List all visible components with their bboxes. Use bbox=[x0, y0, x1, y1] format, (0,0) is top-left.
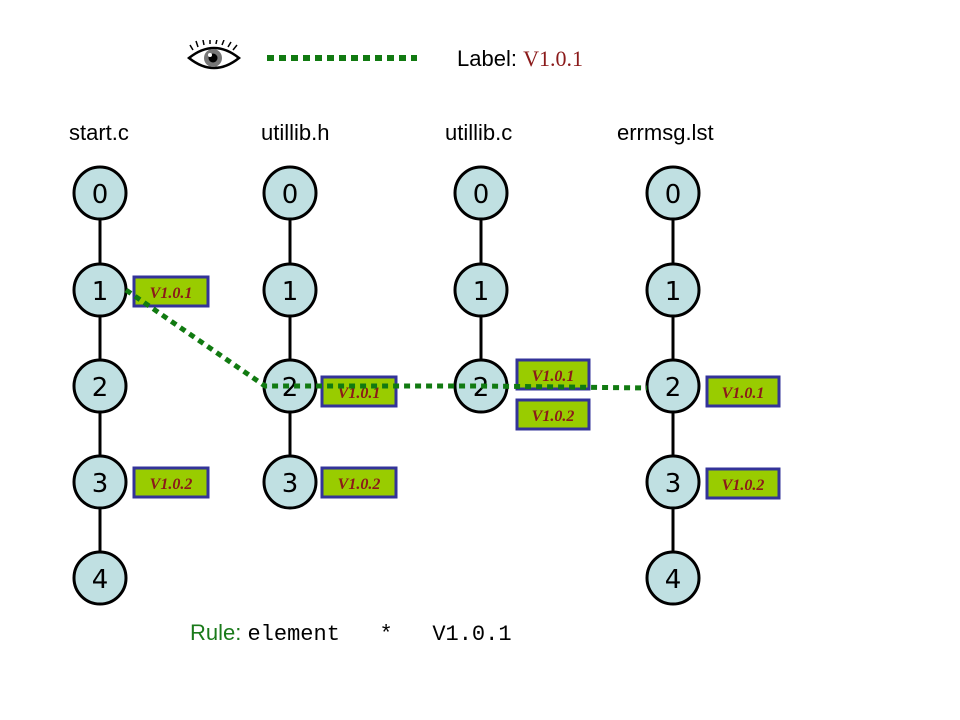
file-name-utillib-h: utillib.h bbox=[261, 120, 330, 145]
selected-label-path bbox=[124, 287, 648, 391]
eye-icon bbox=[186, 40, 242, 70]
version-node[interactable]: 2 bbox=[262, 358, 318, 414]
svg-text:4: 4 bbox=[665, 565, 682, 595]
legend: Label: V1.0.1 bbox=[185, 40, 605, 80]
file-name-errmsg-lst: errmsg.lst bbox=[617, 120, 714, 145]
svg-text:0: 0 bbox=[282, 180, 299, 210]
svg-text:2: 2 bbox=[665, 373, 682, 403]
nodes-start-c: 0 1 2 3 4 bbox=[72, 165, 128, 606]
svg-text:V1.0.2: V1.0.2 bbox=[338, 476, 381, 493]
version-node[interactable]: 1 bbox=[262, 262, 318, 318]
version-tag[interactable]: V1.0.1 bbox=[705, 375, 781, 408]
version-node[interactable]: 0 bbox=[453, 165, 509, 221]
svg-text:1: 1 bbox=[665, 277, 682, 307]
svg-text:V1.0.1: V1.0.1 bbox=[150, 285, 193, 302]
version-node[interactable]: 1 bbox=[72, 262, 128, 318]
version-node[interactable]: 3 bbox=[72, 454, 128, 510]
svg-text:2: 2 bbox=[92, 373, 109, 403]
legend-label: Label: V1.0.1 bbox=[457, 46, 583, 72]
version-tags: V1.0.1 V1.0.2 V1.0.1 V1.0.2 V1.0.1 V1.0.… bbox=[132, 275, 781, 500]
version-tag[interactable]: V1.0.1 bbox=[320, 375, 398, 408]
version-tag[interactable]: V1.0.1 bbox=[132, 275, 210, 308]
svg-text:1: 1 bbox=[473, 277, 490, 307]
svg-text:V1.0.2: V1.0.2 bbox=[150, 476, 193, 493]
svg-text:1: 1 bbox=[92, 277, 109, 307]
svg-text:2: 2 bbox=[473, 373, 490, 403]
file-name-utillib-c: utillib.c bbox=[445, 120, 513, 145]
svg-text:V1.0.1: V1.0.1 bbox=[338, 385, 381, 402]
version-tag[interactable]: V1.0.2 bbox=[132, 466, 210, 499]
legend-label-prefix: Label: bbox=[457, 46, 517, 71]
version-node[interactable]: 1 bbox=[645, 262, 701, 318]
legend-label-version: V1.0.1 bbox=[523, 46, 583, 71]
rule-text: element * V1.0.1 bbox=[247, 622, 512, 647]
svg-text:3: 3 bbox=[665, 469, 682, 499]
version-node[interactable]: 0 bbox=[262, 165, 318, 221]
svg-text:3: 3 bbox=[282, 469, 299, 499]
version-tag[interactable]: V1.0.2 bbox=[320, 466, 398, 499]
nodes-errmsg-lst: 0 1 2 3 4 bbox=[645, 165, 701, 606]
version-tag[interactable]: V1.0.2 bbox=[705, 467, 781, 500]
version-node[interactable]: 0 bbox=[645, 165, 701, 221]
svg-text:0: 0 bbox=[92, 180, 109, 210]
version-node[interactable]: 2 bbox=[645, 358, 701, 414]
version-node[interactable]: 3 bbox=[645, 454, 701, 510]
rule-prefix: Rule: bbox=[190, 620, 242, 645]
nodes-utillib-h: 0 1 2 3 bbox=[262, 165, 318, 510]
svg-text:V1.0.1: V1.0.1 bbox=[532, 368, 575, 385]
version-tag[interactable]: V1.0.2 bbox=[515, 398, 591, 431]
version-node[interactable]: 1 bbox=[453, 262, 509, 318]
svg-text:V1.0.1: V1.0.1 bbox=[722, 385, 765, 402]
svg-text:3: 3 bbox=[92, 469, 109, 499]
svg-text:V1.0.2: V1.0.2 bbox=[532, 408, 575, 425]
version-node[interactable]: 3 bbox=[262, 454, 318, 510]
legend-path-line bbox=[267, 55, 417, 61]
svg-text:1: 1 bbox=[282, 277, 299, 307]
version-node[interactable]: 2 bbox=[72, 358, 128, 414]
svg-text:V1.0.2: V1.0.2 bbox=[722, 477, 765, 494]
file-name-start-c: start.c bbox=[69, 120, 129, 145]
config-rule: Rule: element * V1.0.1 bbox=[190, 620, 512, 647]
svg-text:2: 2 bbox=[282, 373, 299, 403]
nodes-utillib-c: 0 1 2 bbox=[453, 165, 509, 414]
svg-text:0: 0 bbox=[665, 180, 682, 210]
version-node[interactable]: 4 bbox=[72, 550, 128, 606]
version-node[interactable]: 0 bbox=[72, 165, 128, 221]
version-node[interactable]: 4 bbox=[645, 550, 701, 606]
svg-text:4: 4 bbox=[92, 565, 109, 595]
svg-text:0: 0 bbox=[473, 180, 490, 210]
